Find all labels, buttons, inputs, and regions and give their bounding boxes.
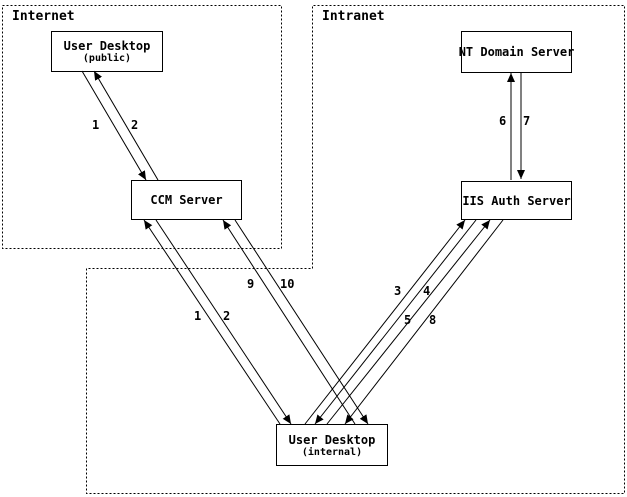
flow-label-2-internal: 2 — [223, 309, 231, 323]
arrow-2-public-response — [93, 70, 159, 181]
flow-label-7: 7 — [523, 114, 531, 128]
arrow-8-response — [344, 219, 504, 425]
arrow-9-request — [222, 219, 356, 425]
flow-label-3: 3 — [394, 284, 402, 298]
flow-label-10: 10 — [280, 277, 295, 291]
node-iis-auth-server: IIS Auth Server — [461, 181, 572, 220]
flow-label-9: 9 — [247, 277, 255, 291]
zone-label-internet: Internet — [12, 9, 75, 24]
node-title: NT Domain Server — [458, 45, 575, 59]
flow-label-5: 5 — [404, 313, 412, 327]
node-ccm-server: CCM Server — [131, 180, 242, 220]
node-title: IIS Auth Server — [462, 193, 571, 208]
zone-label-intranet: Intranet — [322, 9, 385, 24]
arrow-1-internal-request — [143, 219, 281, 425]
arrow-10-response — [234, 219, 369, 425]
arrow-3-request — [304, 219, 466, 425]
node-user-desktop-public: User Desktop (public) — [51, 31, 163, 72]
arrow-4-response — [314, 219, 477, 425]
flow-label-6: 6 — [499, 114, 507, 128]
zone-border-intranet — [86, 5, 625, 494]
node-user-desktop-internal: User Desktop (internal) — [276, 424, 388, 466]
node-subtitle: (internal) — [301, 446, 363, 458]
flow-label-4: 4 — [423, 284, 431, 298]
flow-label-1-public: 1 — [92, 118, 100, 132]
flow-label-2-public: 2 — [131, 118, 139, 132]
flow-label-1-internal: 1 — [194, 309, 202, 323]
node-nt-domain-server: NT Domain Server — [458, 31, 575, 73]
node-title: CCM Server — [150, 193, 223, 207]
node-title: User Desktop — [288, 432, 376, 447]
node-title: User Desktop — [63, 39, 151, 53]
flow-label-8: 8 — [429, 313, 437, 327]
node-subtitle: (public) — [82, 53, 132, 64]
